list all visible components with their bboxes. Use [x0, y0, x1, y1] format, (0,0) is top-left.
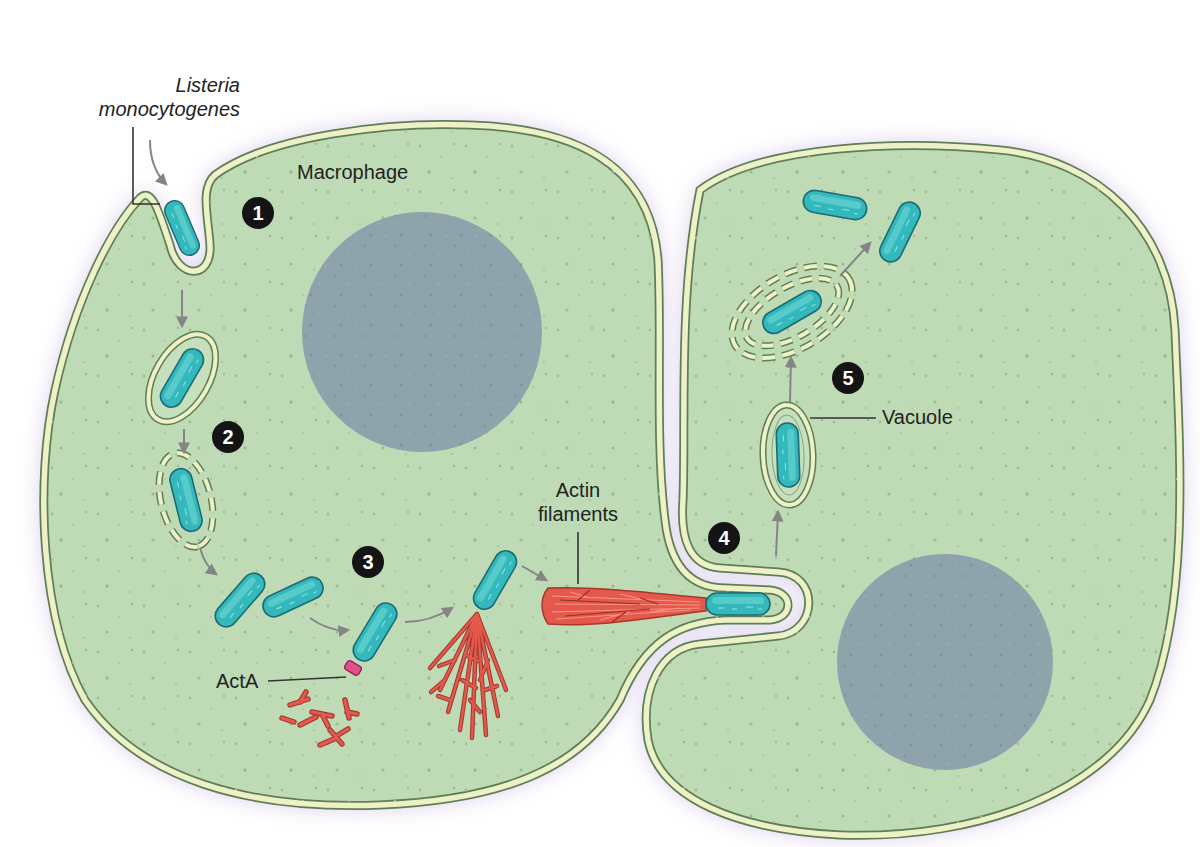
part-label: Vacuole	[882, 405, 953, 429]
leader-line	[577, 532, 579, 584]
nucleus-texture	[302, 212, 542, 452]
bacterium	[759, 286, 825, 337]
process-arrows	[150, 140, 870, 630]
bacterium	[776, 423, 800, 488]
acta-protein	[344, 660, 363, 677]
step-arrow	[200, 548, 216, 574]
step-arrow	[776, 512, 778, 556]
protein-label: ActA	[216, 669, 258, 693]
bacterium	[349, 599, 401, 665]
actin-monomers	[282, 692, 357, 745]
nucleus	[837, 554, 1053, 770]
step-arrow	[522, 566, 546, 580]
step-arrow	[183, 429, 185, 452]
step-arrow	[840, 243, 870, 276]
macrophage-cell	[44, 125, 788, 806]
host-cell	[646, 146, 1180, 836]
actin-tuft	[430, 614, 506, 738]
leader-line	[133, 127, 160, 204]
cell-halo	[646, 146, 1180, 836]
cytoplasm-texture	[44, 125, 788, 806]
vacuole	[135, 323, 230, 433]
bacterium	[211, 569, 270, 632]
vacuole	[761, 404, 814, 506]
leader-line	[810, 417, 876, 419]
vacuole-membrane	[734, 264, 849, 359]
cell-membrane	[44, 125, 788, 806]
cell-membrane	[646, 146, 1180, 836]
bacterium	[162, 198, 203, 259]
callout-number: 2	[212, 421, 244, 453]
cytoplasm-texture	[646, 146, 1180, 836]
species-label: Listeria monocytogenes	[95, 73, 240, 121]
step-arrow	[310, 618, 348, 630]
bacterium	[259, 574, 326, 621]
vacuole-membrane	[734, 264, 849, 359]
callout-number: 4	[708, 522, 740, 554]
step-arrow	[790, 358, 791, 402]
vacuole-membrane	[771, 414, 806, 495]
broken-vacuole	[150, 447, 222, 552]
leader-lines	[133, 127, 876, 681]
bacterium	[706, 593, 770, 615]
entry-arrow	[150, 140, 166, 184]
actin-monomers	[282, 692, 357, 745]
bacterium	[876, 198, 924, 265]
callout-number: 3	[352, 546, 384, 578]
step-arrow	[405, 608, 452, 622]
bacterium	[168, 466, 205, 533]
bacterium	[156, 345, 207, 411]
vacuole-membrane	[150, 447, 222, 552]
actin-filament-streaks	[560, 590, 658, 622]
bacterium	[802, 189, 869, 222]
cell-label: Macrophage	[297, 160, 408, 184]
broken-double-vacuole	[716, 247, 867, 377]
step-arrow	[181, 290, 183, 326]
callout-number: 5	[832, 362, 864, 394]
vacuole-membrane	[150, 447, 222, 552]
vacuole-membrane	[761, 404, 814, 506]
nucleus	[302, 212, 542, 452]
vacuole-membrane	[135, 323, 230, 433]
vacuole-membrane	[716, 247, 867, 377]
vacuole-membrane	[761, 404, 814, 506]
callout-number: 1	[242, 197, 274, 229]
actin-tuft	[430, 614, 506, 738]
vacuole-membrane	[135, 323, 230, 433]
part-label: Actin filaments	[528, 478, 628, 526]
nucleus-texture	[837, 554, 1053, 770]
bacterium	[469, 547, 520, 613]
vacuole-membrane	[716, 247, 867, 377]
actin-comet-tail	[542, 588, 706, 625]
leader-line	[268, 677, 346, 681]
